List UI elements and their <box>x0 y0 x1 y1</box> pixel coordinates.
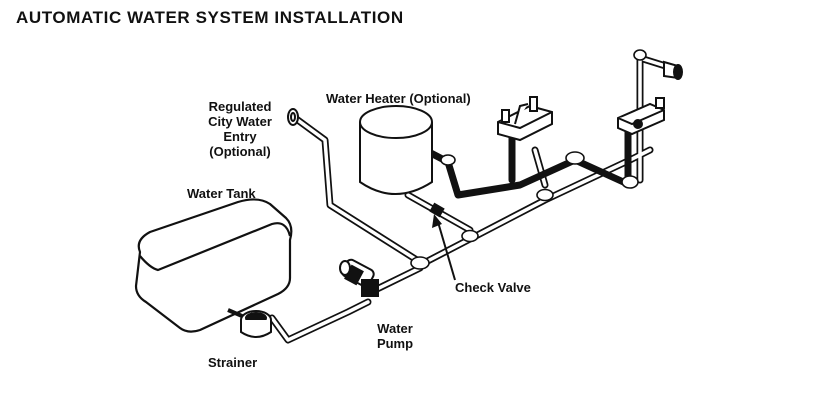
check-valve <box>429 202 445 218</box>
faucet <box>497 96 553 142</box>
water-heater <box>359 105 433 195</box>
label-line: (Optional) <box>209 144 271 159</box>
water-pump <box>339 258 379 297</box>
label-line: Water <box>377 321 413 336</box>
strainer <box>227 308 272 338</box>
shower-valve <box>617 97 665 136</box>
cold-pipes <box>268 51 676 344</box>
diagram-title: AUTOMATIC WATER SYSTEM INSTALLATION <box>16 8 404 27</box>
tee-fitting <box>536 188 554 202</box>
check-valve-arrow <box>437 221 456 281</box>
elbow-fitting <box>565 151 585 165</box>
label-line: Pump <box>376 336 414 351</box>
fittings <box>410 49 647 270</box>
label-water-tank: Water Tank <box>187 186 256 201</box>
tee-fitting <box>621 175 639 189</box>
water-tank <box>134 198 293 333</box>
label-strainer: Strainer <box>208 355 258 370</box>
check-valve-arrowhead <box>432 214 442 228</box>
pipe-heater-outlet <box>421 146 634 199</box>
tee-fitting <box>410 256 430 270</box>
label-water-pump: Water Pump <box>372 321 418 351</box>
label-line: City Water <box>208 114 272 129</box>
label-check-valve: Check Valve <box>455 280 531 295</box>
city-water-inlet <box>287 108 299 126</box>
elbow-fitting <box>633 49 647 61</box>
label-city-water-entry: Regulated City Water Entry (Optional) <box>190 99 290 159</box>
label-line: Regulated <box>208 99 272 114</box>
label-water-heater: Water Heater (Optional) <box>326 91 471 106</box>
shower-head <box>663 60 683 80</box>
label-line: Entry <box>223 129 257 144</box>
tee-fitting <box>461 229 479 243</box>
elbow-fitting <box>440 154 456 166</box>
